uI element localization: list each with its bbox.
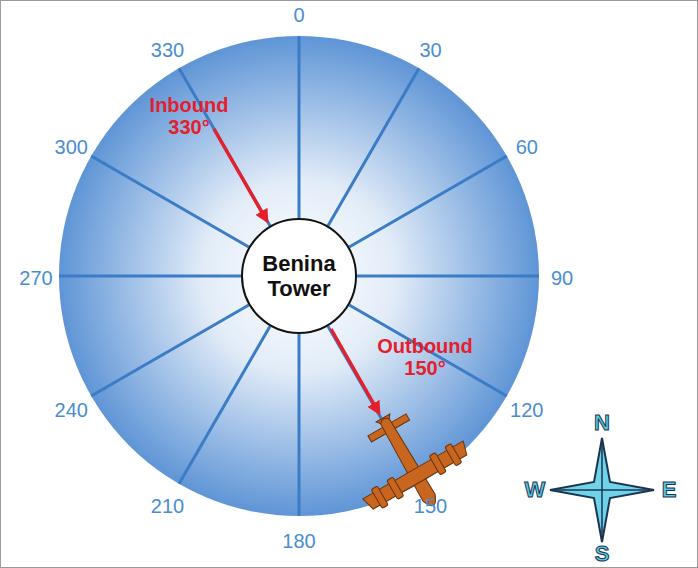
inbound-arrow (214, 129, 267, 221)
compass-rose (550, 438, 654, 542)
bearing-number: 60 (516, 136, 538, 158)
spoke-line (328, 68, 419, 226)
tower-name: Benina Tower (262, 251, 335, 302)
spoke-line (59, 275, 241, 278)
bearing-number: 330 (151, 39, 184, 61)
outbound-arrow (331, 329, 379, 413)
outbound-label: Outbound 150° (377, 335, 473, 379)
compass-letter: S (595, 542, 610, 566)
inbound-label: Inbound 330° (150, 94, 229, 138)
spoke-line (298, 36, 301, 218)
bearing-number: 0 (293, 4, 304, 26)
bearing-number: 210 (151, 495, 184, 517)
spoke-line (179, 68, 270, 226)
spoke-line (91, 156, 249, 247)
spoke-line (179, 326, 270, 484)
radial-spokes (59, 36, 539, 516)
spoke-line (357, 275, 539, 278)
bearing-number: 180 (282, 530, 315, 552)
compass-letter: W (525, 478, 546, 502)
spoke-line (349, 305, 507, 396)
bearing-number: 270 (19, 267, 52, 289)
compass-letter: E (662, 478, 677, 502)
bearing-number: 90 (551, 267, 573, 289)
bearing-number: 120 (510, 399, 543, 421)
airplane (333, 389, 484, 534)
compass-letter: N (594, 411, 610, 435)
tower-circle: Benina Tower (241, 218, 357, 334)
spoke-line (298, 334, 301, 516)
spoke-line (91, 305, 249, 396)
bearing-number: 30 (419, 39, 441, 61)
bearing-number: 300 (55, 136, 88, 158)
compass-dial (59, 36, 539, 516)
bearing-number: 150 (414, 495, 447, 517)
bearing-number: 240 (55, 399, 88, 421)
spoke-line (349, 156, 507, 247)
